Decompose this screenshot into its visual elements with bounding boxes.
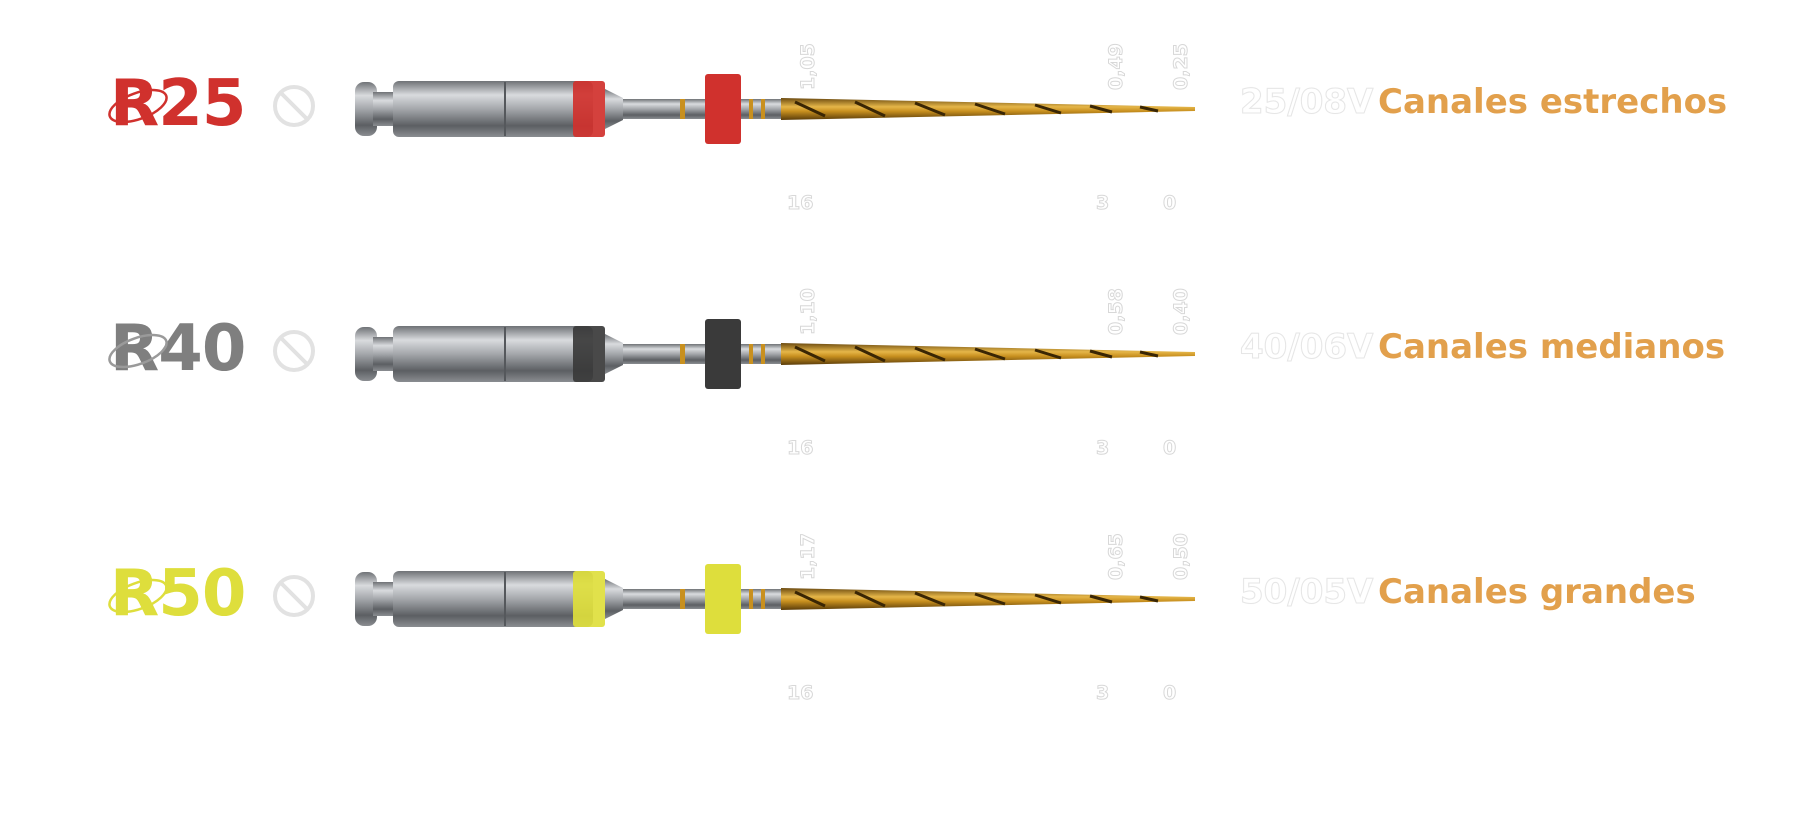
diameter-label: 0,49 (1105, 43, 1128, 91)
canal-description: Canales grandes (1378, 572, 1696, 612)
length-label: 16 (786, 682, 814, 705)
diameter-label: 1,10 (797, 288, 820, 336)
diameter-label: 0,50 (1170, 533, 1193, 581)
file-row-r25: R25 (0, 30, 1802, 280)
diameter-label: 1,05 (797, 43, 820, 91)
file-row-r50: R50 (0, 520, 1802, 770)
endodontic-file-illustration (355, 564, 1195, 634)
taper-spec: 25/08V (1239, 82, 1374, 123)
ring-logo-icon (108, 88, 168, 124)
taper-spec: 40/06V (1239, 327, 1374, 368)
diameter-label: 0,58 (1105, 288, 1128, 336)
file-code: R40 (110, 312, 246, 386)
length-label: 0 (1162, 682, 1177, 705)
endodontic-file-illustration (355, 74, 1195, 144)
taper-spec: 50/05V (1239, 572, 1374, 613)
ring-logo-icon (108, 333, 168, 369)
diameter-label: 0,65 (1105, 533, 1128, 581)
no-reciprocation-icon (273, 575, 315, 617)
ring-logo-icon (108, 578, 168, 614)
diameter-label: 0,40 (1170, 288, 1193, 336)
endodontic-file-illustration (355, 319, 1195, 389)
length-label: 16 (786, 192, 814, 215)
canal-description: Canales estrechos (1378, 82, 1728, 122)
file-code-logo: R25 (108, 72, 246, 136)
no-reciprocation-icon (273, 85, 315, 127)
file-code: R50 (110, 557, 246, 631)
length-label: 0 (1162, 192, 1177, 215)
diameter-label: 1,17 (797, 533, 820, 581)
length-label: 0 (1162, 437, 1177, 460)
length-label: 3 (1095, 682, 1110, 705)
file-code-logo: R50 (108, 562, 246, 626)
length-label: 16 (786, 437, 814, 460)
diameter-label: 0,25 (1170, 43, 1193, 91)
length-label: 3 (1095, 437, 1110, 460)
canal-description: Canales medianos (1378, 327, 1726, 367)
file-code-logo: R40 (108, 317, 246, 381)
file-code: R25 (110, 67, 246, 141)
file-row-r40: R40 (0, 275, 1802, 525)
length-label: 3 (1095, 192, 1110, 215)
no-reciprocation-icon (273, 330, 315, 372)
